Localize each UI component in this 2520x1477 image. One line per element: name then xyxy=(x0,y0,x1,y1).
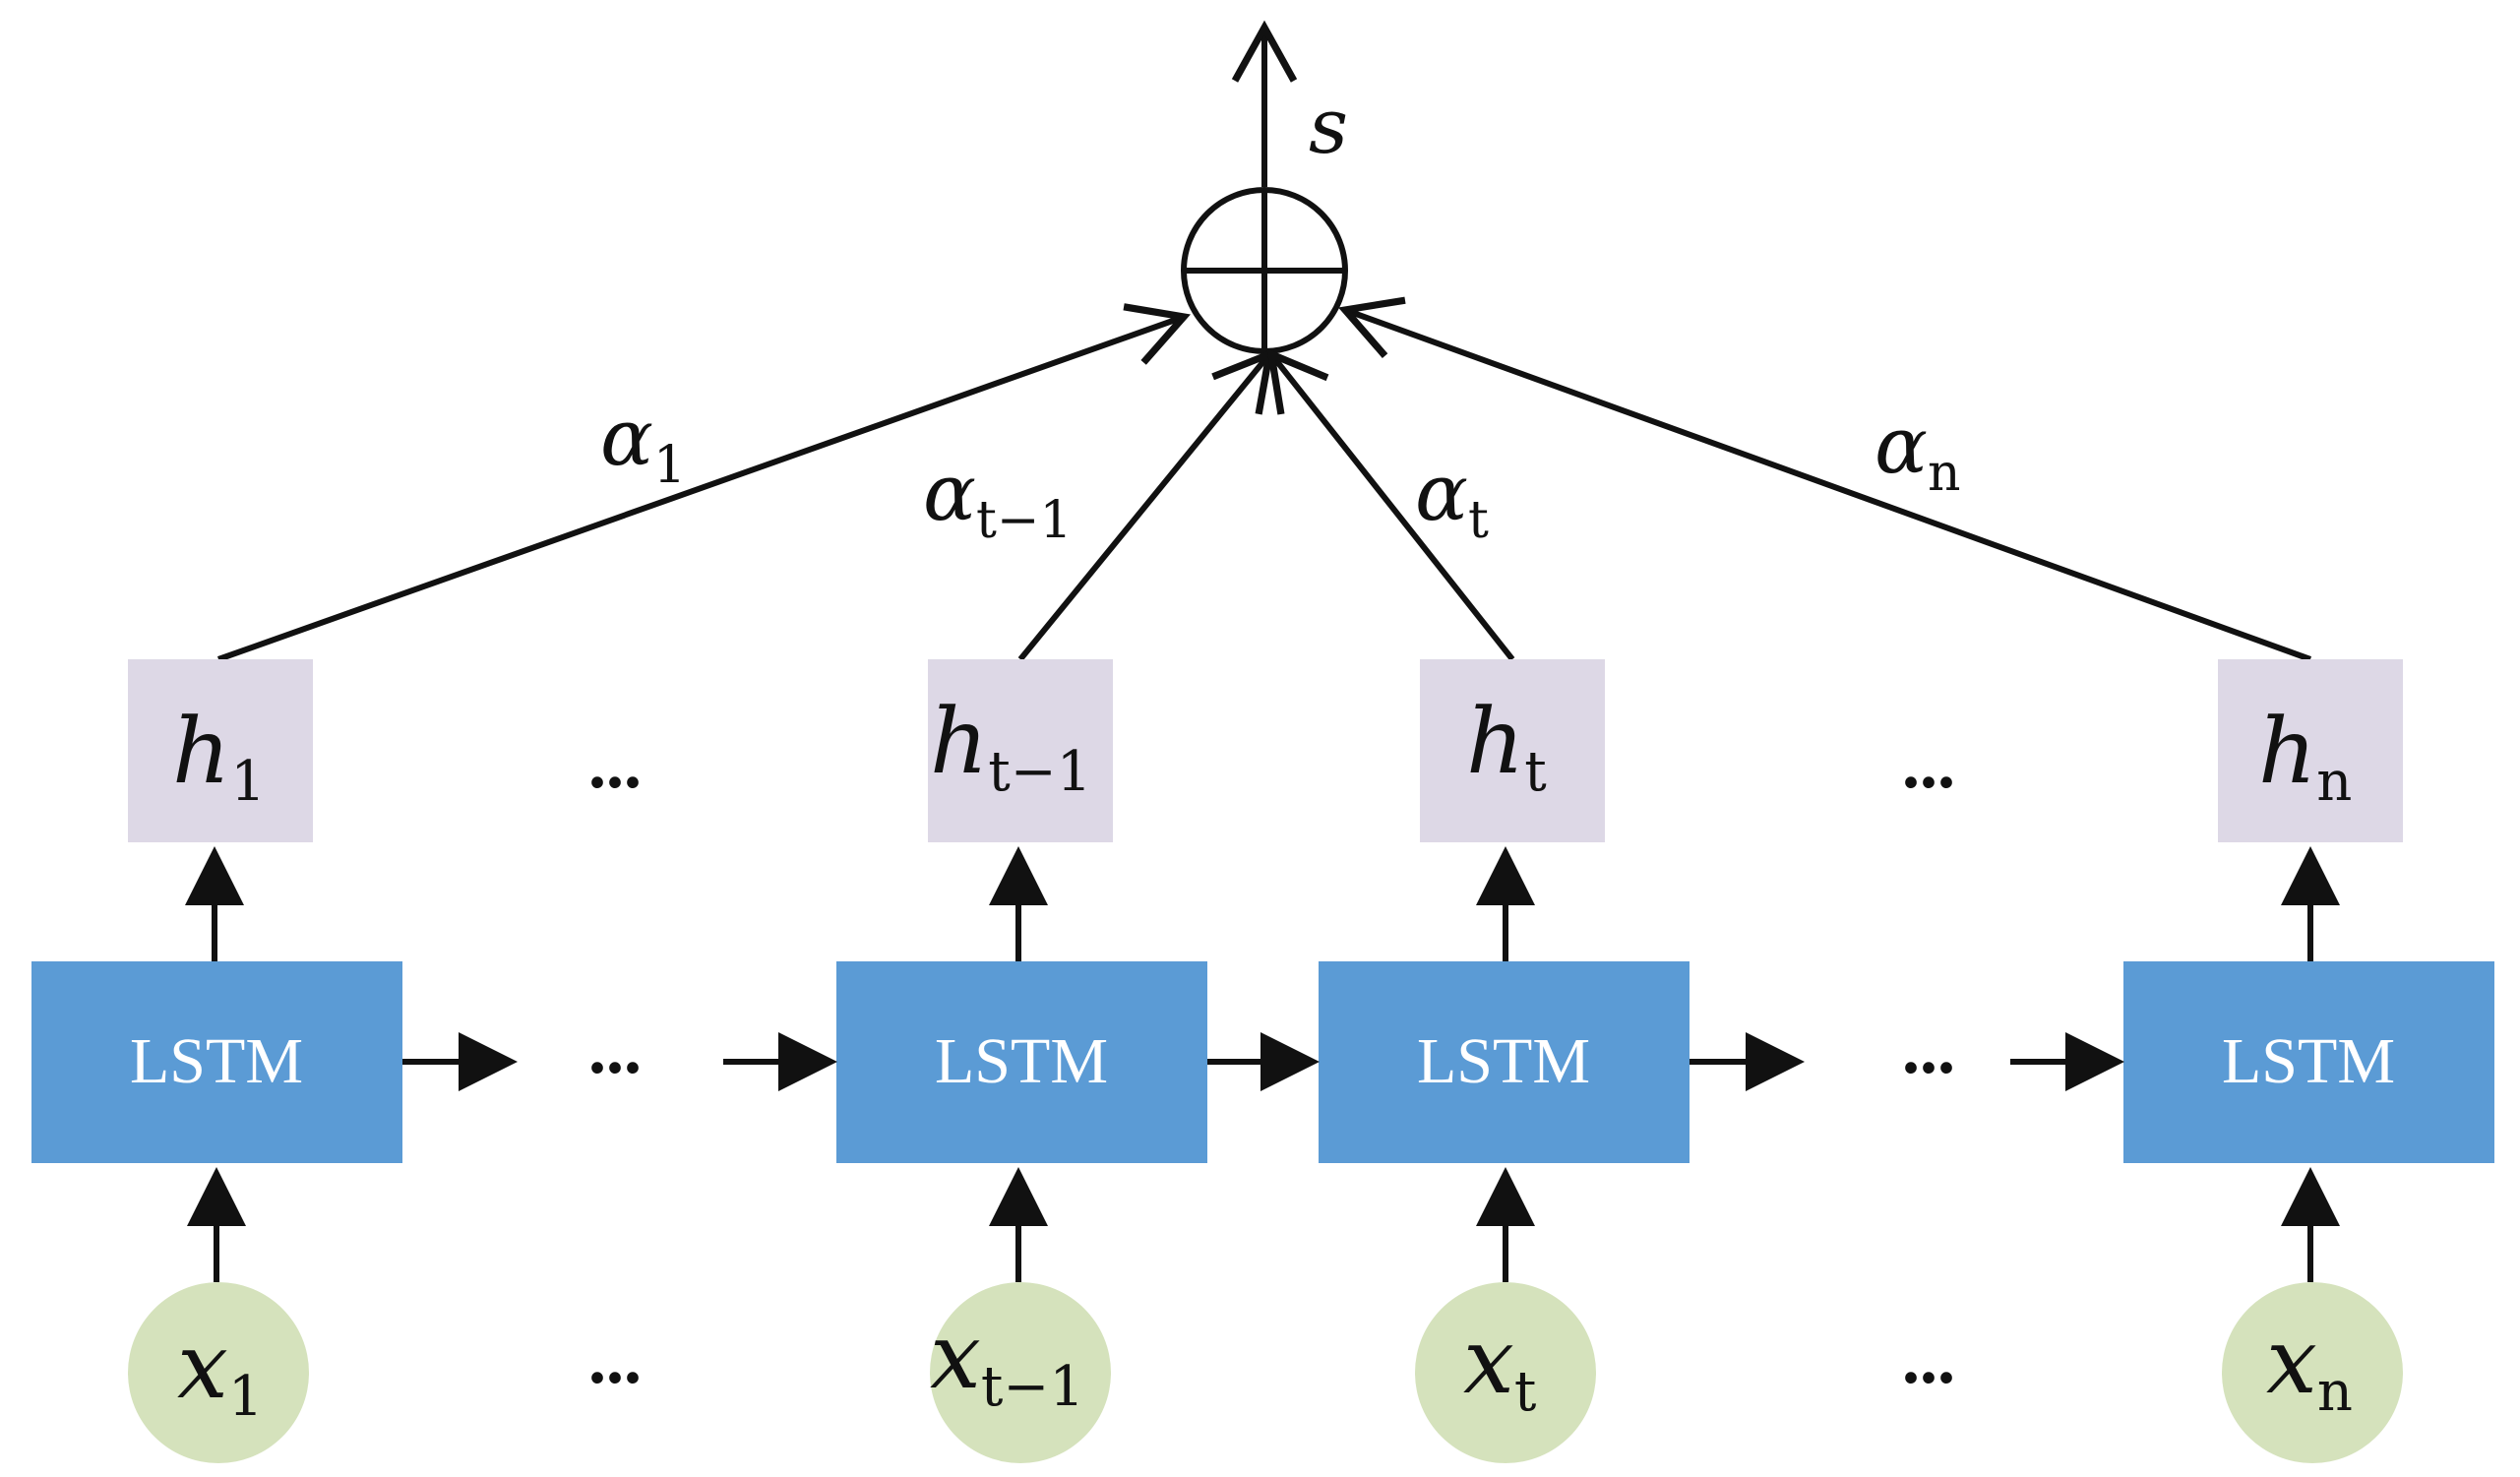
input-node-1: x1 xyxy=(128,1282,309,1463)
lstm-cell-n: LSTM xyxy=(2123,961,2494,1163)
hidden-state-1: h1 xyxy=(128,659,313,842)
ellipsis-input-left: ... xyxy=(588,1320,642,1398)
svg-text:x1: x1 xyxy=(177,1314,264,1429)
hidden-state-t: ht xyxy=(1420,659,1605,842)
weight-label-n: αn xyxy=(1875,400,1961,503)
attention-arrow-t xyxy=(1266,348,1515,661)
svg-text:LSTM: LSTM xyxy=(2222,1025,2395,1097)
circle-plus-icon xyxy=(1181,187,1348,354)
svg-text:xt: xt xyxy=(1463,1309,1537,1424)
output-label: s xyxy=(1309,83,1348,171)
input-node-t: xt xyxy=(1415,1282,1596,1463)
svg-text:xt−1: xt−1 xyxy=(930,1304,1084,1419)
hidden-state-n: hn xyxy=(2218,659,2403,842)
ellipsis-input-right: ... xyxy=(1902,1320,1955,1398)
attention-arrow-t-1 xyxy=(1017,348,1274,661)
ellipsis-hidden-left: ... xyxy=(588,724,642,803)
attention-arrow-n xyxy=(1338,296,2312,662)
input-node-t-1: xt−1 xyxy=(930,1282,1111,1463)
lstm-cell-1: LSTM xyxy=(31,961,402,1163)
svg-text:ht−1: ht−1 xyxy=(930,689,1091,804)
svg-text:xn: xn xyxy=(2266,1309,2353,1424)
ellipsis-lstm-right: ... xyxy=(1902,1010,1955,1088)
svg-text:LSTM: LSTM xyxy=(935,1025,1108,1097)
weight-label-t-1: αt−1 xyxy=(923,447,1073,550)
ellipsis-hidden-right: ... xyxy=(1902,724,1955,803)
weight-label-1: α1 xyxy=(600,392,686,495)
lstm-cell-t: LSTM xyxy=(1319,961,1690,1163)
svg-text:LSTM: LSTM xyxy=(1417,1025,1590,1097)
attention-arrow-1 xyxy=(216,303,1191,662)
svg-text:h1: h1 xyxy=(172,699,266,814)
svg-text:LSTM: LSTM xyxy=(130,1025,303,1097)
lstm-cell-t-1: LSTM xyxy=(836,961,1207,1163)
weight-label-t: αt xyxy=(1415,447,1489,550)
input-node-n: xn xyxy=(2222,1282,2403,1463)
hidden-state-t-1: ht−1 xyxy=(928,659,1113,842)
svg-text:ht: ht xyxy=(1466,689,1547,804)
ellipsis-lstm-left: ... xyxy=(588,1010,642,1088)
svg-text:hn: hn xyxy=(2258,699,2352,814)
